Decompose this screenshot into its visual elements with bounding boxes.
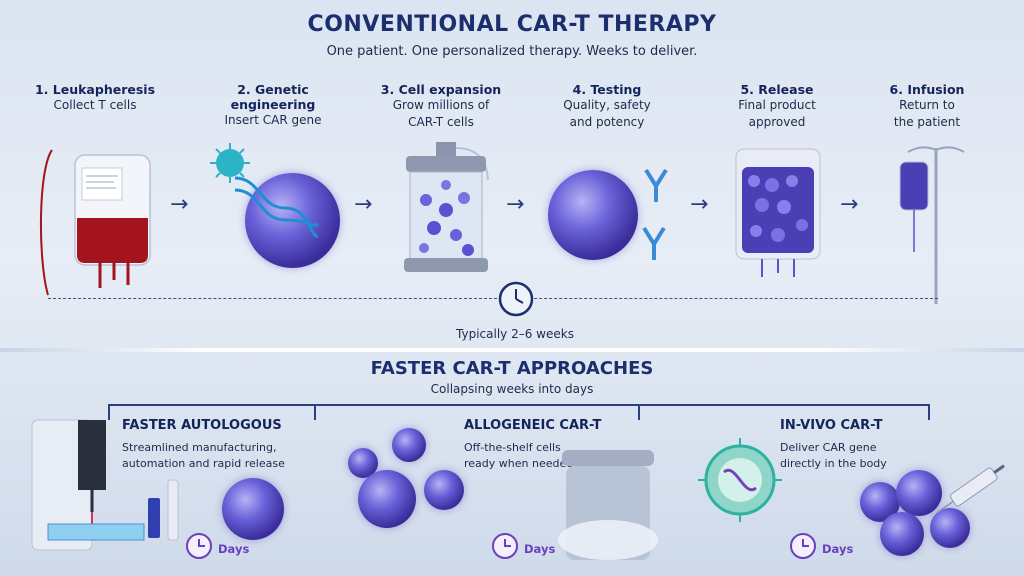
approach-desc: Deliver CAR gene	[780, 441, 877, 454]
bracket-tick	[928, 404, 930, 420]
timeline-label: Typically 2–6 weeks	[456, 327, 574, 341]
t-cell-icon	[548, 170, 638, 260]
section-subtitle: Collapsing weeks into days	[430, 382, 594, 396]
step-genetic-engineering: 2. Genetic engineering Insert CAR gene	[198, 82, 348, 129]
step-infusion: 6. Infusion Return to the patient	[852, 82, 1002, 131]
step-title: 6. Infusion	[889, 82, 965, 97]
step-desc: the patient	[893, 115, 961, 129]
bioreactor-icon	[404, 142, 489, 272]
approach-desc: Streamlined manufacturing,	[122, 441, 277, 454]
automation-machine-icon	[31, 419, 145, 551]
product-bag-icon	[735, 148, 821, 277]
cell-icon	[880, 512, 924, 556]
bracket-tick	[314, 404, 316, 420]
approach-desc: ready when needed	[464, 457, 574, 470]
page-subtitle: One patient. One personalized therapy. W…	[326, 44, 698, 59]
antibody-icon	[642, 168, 668, 260]
arrow-right-icon: →	[506, 192, 525, 217]
clock-icon	[186, 533, 212, 559]
step-leukapheresis: 1. Leukapheresis Collect T cells	[20, 82, 170, 114]
step-desc: Collect T cells	[53, 98, 137, 112]
approach-title: ALLOGENEIC CAR-T	[464, 418, 602, 433]
days-label: Days	[218, 542, 250, 556]
step-desc: Insert CAR gene	[224, 113, 322, 127]
approach-title: IN-VIVO CAR-T	[780, 418, 883, 433]
clock-icon	[790, 533, 816, 559]
step-title: 1. Leukapheresis	[34, 82, 156, 97]
testing-illustration	[548, 160, 678, 280]
approach-title: FASTER AUTOLOGOUS	[122, 418, 282, 433]
step-cell-expansion: 3. Cell expansion Grow millions of CAR-T…	[366, 82, 516, 131]
iv-stand-icon	[899, 146, 965, 304]
section-title: FASTER CAR-T APPROACHES	[370, 358, 654, 379]
step-release: 5. Release Final product approved	[702, 82, 852, 131]
step-desc: Grow millions of	[392, 98, 490, 112]
cell-icon	[392, 428, 426, 462]
approach-desc: Off-the-shelf cells	[464, 441, 561, 454]
days-label: Days	[822, 542, 854, 556]
step-desc: Final product	[738, 98, 816, 112]
step-desc: Quality, safety	[563, 98, 651, 112]
approach-desc: automation and rapid release	[122, 457, 285, 470]
section-divider	[0, 348, 1024, 352]
virus-icon	[210, 143, 250, 183]
step-desc: Return to	[899, 98, 955, 112]
vials-icon	[148, 479, 179, 541]
t-cell-icon	[222, 478, 284, 540]
blood-bag-icon	[39, 149, 151, 296]
cell-icon	[930, 508, 970, 548]
days-label: Days	[524, 542, 556, 556]
cryo-tank-icon	[558, 450, 658, 560]
step-testing: 4. Testing Quality, safety and potency	[532, 82, 682, 131]
page-title: CONVENTIONAL CAR-T THERAPY	[307, 12, 717, 37]
step-title: 3. Cell expansion	[380, 82, 502, 97]
syringe-icon	[936, 464, 1005, 514]
bracket-tick	[638, 404, 640, 420]
cell-icon	[424, 470, 464, 510]
cell-icon	[896, 470, 942, 516]
arrow-right-icon: →	[354, 192, 373, 217]
cell-icon	[358, 470, 416, 528]
step-desc: CAR-T cells	[408, 115, 474, 129]
genetic-engineering-illustration	[205, 138, 355, 268]
step-desc: and potency	[569, 115, 645, 129]
arrow-right-icon: →	[170, 192, 189, 217]
clock-icon	[492, 533, 518, 559]
timeline-dashline	[48, 298, 938, 299]
approach-desc: directly in the body	[780, 457, 887, 470]
viral-vector-icon	[698, 438, 782, 522]
bracket-line	[108, 404, 930, 406]
arrow-right-icon: →	[840, 192, 859, 217]
arrow-right-icon: →	[690, 192, 709, 217]
step-title: 4. Testing	[572, 82, 642, 97]
step-desc: approved	[748, 115, 806, 129]
dna-icon	[234, 176, 319, 238]
clock-icon	[498, 281, 534, 317]
bracket-tick	[108, 404, 110, 420]
step-title: 2. Genetic engineering	[230, 82, 316, 112]
step-title: 5. Release	[740, 82, 814, 97]
